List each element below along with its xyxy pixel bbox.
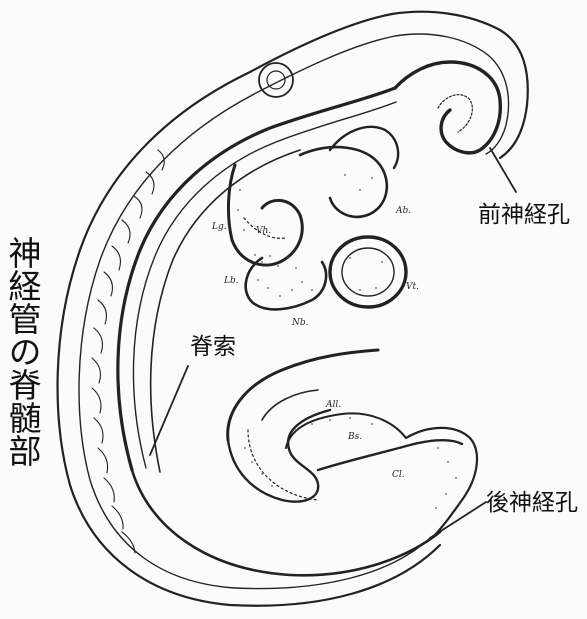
notochord-label: 脊索 — [190, 327, 236, 361]
neural-tube-lower — [132, 470, 440, 575]
stipple-shading — [237, 174, 457, 509]
abbr-lb: Lb. — [224, 276, 239, 286]
abbr-lg: Lg. — [212, 222, 227, 232]
spinal-neural-tube-label: 神経管の脊髄部 — [6, 236, 42, 467]
body-stalk — [262, 390, 318, 420]
abbr-bs: Bs. — [348, 432, 362, 442]
ventricle-inner — [342, 248, 394, 296]
heart-loop — [300, 147, 387, 217]
liver-bud — [246, 258, 326, 309]
abbr-vt: Vt. — [406, 282, 419, 292]
hindgut-loop — [228, 410, 330, 502]
otic-vesicle — [259, 63, 293, 97]
cloaca — [318, 440, 462, 470]
posterior-neuropore-label: 後神経孔 — [486, 483, 578, 517]
abbr-nb: Nb. — [292, 318, 309, 328]
notochord-leader — [150, 366, 188, 455]
somites — [92, 150, 164, 553]
embryo-outer-contour — [58, 12, 528, 606]
abbr-all: All. — [326, 400, 341, 410]
allantois — [286, 413, 406, 448]
anterior-neuropore-label: 前神経孔 — [478, 195, 570, 229]
forebrain-inner — [438, 95, 472, 132]
forebrain-wall — [395, 62, 500, 153]
abbr-ab: Ab. — [396, 206, 411, 216]
abbr-vh: Vh. — [256, 226, 271, 236]
abbr-cl: Cl. — [392, 470, 405, 480]
